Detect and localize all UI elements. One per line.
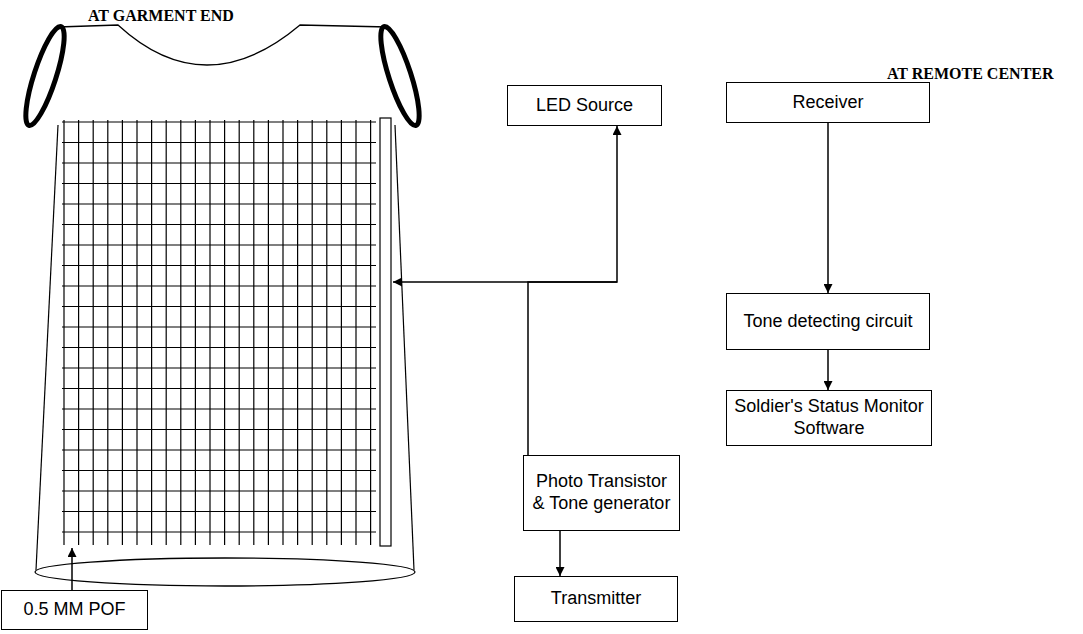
- fiber-line: [62, 470, 376, 471]
- signal-arrow: [559, 531, 561, 576]
- garment-hem: [35, 558, 415, 586]
- box-label: LED Source: [536, 95, 633, 117]
- text-stack: 0.5 MM POF: [23, 599, 125, 621]
- text-stack: Transmitter: [551, 588, 641, 610]
- fiber-line: [62, 306, 376, 307]
- box-label: Receiver: [792, 92, 863, 114]
- fiber-line: [62, 429, 376, 430]
- shoulder-neckline: [58, 25, 388, 65]
- fiber-line: [62, 183, 376, 184]
- left-side: [36, 125, 58, 570]
- fiber-line: [62, 121, 376, 122]
- source-box: LED Source: [507, 85, 662, 126]
- fiber-line: [62, 224, 376, 225]
- signal-arrow: [827, 350, 829, 390]
- fiber-line: [62, 347, 376, 348]
- fiber-line: [62, 449, 376, 450]
- process-box: Tone detecting circuit: [726, 293, 930, 350]
- fiber-grid: [62, 120, 376, 545]
- box-label: Photo Transistor & Tone generator: [529, 471, 674, 514]
- fiber-line: [62, 531, 376, 532]
- software-box: Soldier's Status Monitor Software: [726, 390, 932, 446]
- right-armhole: [373, 23, 426, 129]
- fiber-line: [62, 408, 376, 409]
- fiber-line: [62, 203, 376, 204]
- text-stack: LED Source: [536, 95, 633, 117]
- fiber-line: [62, 326, 376, 327]
- fiber-line: [62, 162, 376, 163]
- text-stack: Tone detecting circuit: [743, 311, 912, 333]
- box-label: Transmitter: [551, 588, 641, 610]
- section-heading: AT GARMENT END: [88, 7, 234, 25]
- fiber-line: [62, 142, 376, 143]
- fiber-line: [62, 367, 376, 368]
- transmitter-box: Transmitter: [514, 576, 678, 622]
- text-stack: Photo Transistor & Tone generator: [529, 471, 674, 514]
- box-label: Tone detecting circuit: [743, 311, 912, 333]
- section-heading: AT REMOTE CENTER: [887, 65, 1054, 83]
- text-stack: Receiver: [792, 92, 863, 114]
- fiber-line: [62, 265, 376, 266]
- signal-arrow: [827, 123, 829, 293]
- fiber-line: [62, 490, 376, 491]
- right-side: [395, 125, 414, 570]
- process-box: Photo Transistor & Tone generator: [523, 455, 680, 531]
- fiber-line: [62, 244, 376, 245]
- callout-box: 0.5 MM POF: [1, 590, 148, 630]
- receiver-box: Receiver: [726, 82, 930, 123]
- signal-arrow: [528, 126, 617, 455]
- text-stack: Soldier's Status Monitor Software: [732, 396, 926, 439]
- fiber-line: [62, 388, 376, 389]
- fiber-line: [62, 285, 376, 286]
- box-label: 0.5 MM POF: [23, 599, 125, 621]
- led-coupling-strip: [380, 118, 391, 546]
- pof-pointer-arrow: [71, 548, 73, 590]
- fiber-line: [62, 511, 376, 512]
- left-armhole: [18, 23, 71, 129]
- box-label: Soldier's Status Monitor Software: [732, 396, 926, 439]
